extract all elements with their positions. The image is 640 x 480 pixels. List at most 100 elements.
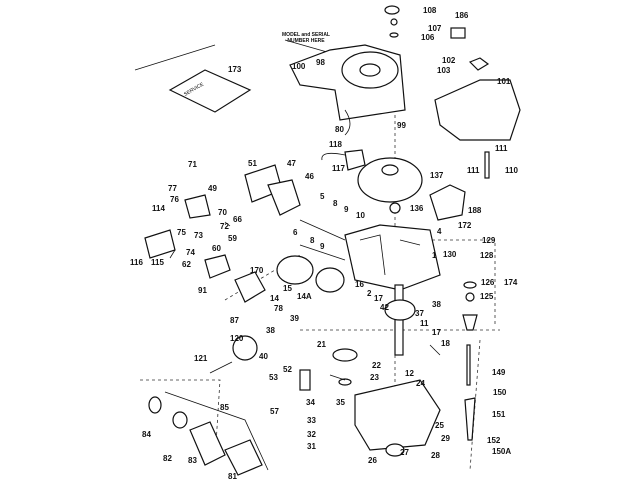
part-label-47: 47 [287, 159, 296, 168]
part-label-125: 125 [480, 292, 494, 301]
part-label-126: 126 [481, 278, 495, 287]
part-label-150: 150 [493, 388, 507, 397]
part-label-12: 12 [405, 369, 414, 378]
part-149-dipstick [466, 344, 471, 386]
part-label-108: 108 [423, 6, 437, 15]
part-label-21: 21 [317, 340, 326, 349]
part-label-52: 52 [283, 365, 292, 374]
part-label-82: 82 [163, 454, 172, 463]
part-152-tube [464, 397, 476, 441]
part-label-78: 78 [274, 304, 283, 313]
part-label-128: 128 [480, 251, 494, 260]
part-label-76: 76 [170, 195, 179, 204]
part-label-73: 73 [194, 231, 203, 240]
part-label-114: 114 [152, 204, 165, 213]
leader-line [134, 44, 216, 71]
part-label-85: 85 [220, 403, 229, 412]
part-label-38: 38 [432, 300, 441, 309]
part-label-16: 16 [355, 280, 364, 289]
part-label-152: 152 [487, 436, 501, 445]
part-14A-filter [315, 267, 345, 293]
part-label-24: 24 [416, 379, 425, 388]
part-label-77: 77 [168, 184, 177, 193]
part-label-75: 75 [177, 228, 186, 237]
part-label-23: 23 [370, 373, 379, 382]
part-label-37: 37 [415, 309, 424, 318]
part-label-17: 17 [374, 294, 383, 303]
part-label-8: 8 [310, 236, 315, 245]
part-label-121: 121 [194, 354, 208, 363]
part-26 [385, 443, 405, 457]
part-label-111: 111 [495, 144, 508, 153]
part-label-91: 91 [198, 286, 207, 295]
part-label-17: 17 [432, 328, 441, 337]
part-label-32: 32 [307, 430, 316, 439]
part-label-83: 83 [188, 456, 197, 465]
part-label-111: 111 [467, 166, 480, 175]
part-76 [184, 194, 211, 219]
part-label-151: 151 [492, 410, 506, 419]
part-1-cylinder-block [344, 224, 441, 291]
part-label-118: 118 [329, 140, 342, 149]
part-label-137: 137 [430, 171, 444, 180]
part-label-40: 40 [259, 352, 268, 361]
part-label-186: 186 [455, 11, 469, 20]
part-label-72: 72 [220, 222, 229, 231]
part-label-100: 100 [292, 62, 306, 71]
part-label-60: 60 [212, 244, 221, 253]
part-label-70: 70 [218, 208, 227, 217]
part-label-98: 98 [316, 58, 325, 67]
part-label-170: 170 [250, 266, 264, 275]
part-label-103: 103 [437, 66, 451, 75]
part-101-fuel-tank [434, 79, 521, 141]
part-22 [332, 348, 358, 362]
part-115 [144, 229, 176, 259]
part-label-49: 49 [208, 184, 217, 193]
part-label-14: 14 [270, 294, 279, 303]
part-60 [204, 254, 231, 279]
part-label-107: 107 [428, 24, 442, 33]
part-label-188: 188 [468, 206, 482, 215]
part-label-31: 31 [307, 442, 316, 451]
part-label-29: 29 [441, 434, 450, 443]
part-label-81: 81 [228, 472, 237, 480]
part-117-coil [344, 149, 366, 171]
part-label-34: 34 [306, 398, 315, 407]
part-label-117: 117 [332, 164, 345, 173]
part-125 [465, 292, 475, 302]
part-label-18: 18 [441, 339, 450, 348]
part-label-57: 57 [270, 407, 279, 416]
screws [169, 221, 441, 381]
part-84 [148, 396, 162, 414]
part-label-33: 33 [307, 416, 316, 425]
part-label-38: 38 [266, 326, 275, 335]
part-137-flywheel [357, 157, 423, 203]
part-label-27: 27 [400, 448, 409, 457]
part-label-15: 15 [283, 284, 292, 293]
part-label-87: 87 [230, 316, 239, 325]
part-label-172: 172 [458, 221, 472, 230]
part-label-1: 1 [432, 251, 437, 260]
part-label-84: 84 [142, 430, 151, 439]
part-80-wire [344, 109, 351, 136]
part-label-74: 74 [186, 248, 195, 257]
valves [299, 219, 346, 261]
part-label-115: 115 [151, 258, 164, 267]
part-label-150A: 150A [492, 447, 512, 456]
part-label-101: 101 [497, 77, 511, 86]
part-25-sump [354, 379, 441, 451]
part-label-35: 35 [336, 398, 345, 407]
part-label-106: 106 [421, 33, 435, 42]
part-label-99: 99 [397, 121, 406, 130]
part-170-carburetor [234, 271, 266, 303]
part-label-80: 80 [335, 125, 344, 134]
part-label-174: 174 [504, 278, 518, 287]
part-186-decal [450, 27, 466, 39]
part-46-gasket [267, 179, 301, 216]
part-label-2: 2 [367, 289, 372, 298]
part-108 [384, 5, 400, 15]
part-label-46: 46 [305, 172, 314, 181]
part-label-136: 136 [410, 204, 424, 213]
